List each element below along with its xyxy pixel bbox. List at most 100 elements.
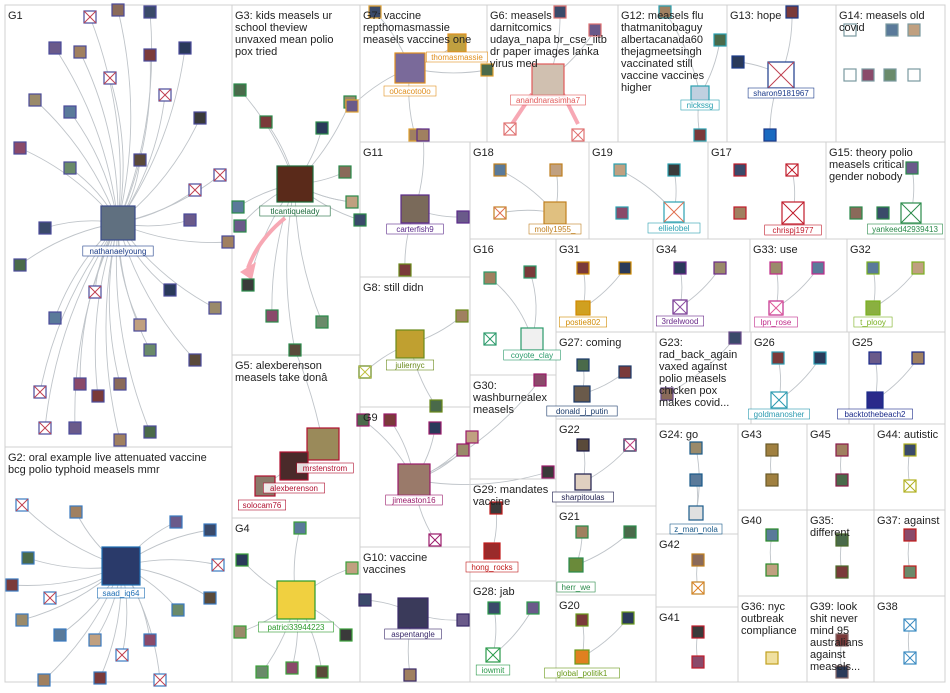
node-g1-9[interactable] xyxy=(63,105,77,119)
node-g11-0[interactable] xyxy=(456,210,470,224)
node-g2-1[interactable] xyxy=(69,505,83,519)
node-g18-2[interactable] xyxy=(493,206,507,220)
node-global_politik1[interactable] xyxy=(574,649,590,665)
node-g36-0[interactable] xyxy=(765,651,779,665)
node-yankeed42939413[interactable] xyxy=(900,202,922,224)
node-g3-11[interactable] xyxy=(353,213,367,227)
node-o0cacoto0o[interactable] xyxy=(394,52,426,84)
node-postie802[interactable] xyxy=(575,300,591,316)
node-g1-20[interactable] xyxy=(88,285,102,299)
node-g34-1[interactable] xyxy=(713,261,727,275)
node-g7-3[interactable] xyxy=(480,63,494,77)
node-g25-0[interactable] xyxy=(868,351,882,365)
node-g21-0[interactable] xyxy=(575,525,589,539)
node-g1-4[interactable] xyxy=(73,45,87,59)
node-g44-0[interactable] xyxy=(903,443,917,457)
node-g39-0[interactable] xyxy=(835,633,849,647)
node-g1-16[interactable] xyxy=(38,221,52,235)
node-g33-1[interactable] xyxy=(811,261,825,275)
node-g4-5[interactable] xyxy=(285,661,299,675)
node-g8-0[interactable] xyxy=(358,365,372,379)
node-g15-2[interactable] xyxy=(905,161,919,175)
node-g43-0[interactable] xyxy=(765,443,779,457)
node-g8-2[interactable] xyxy=(429,399,443,413)
node-g1-22[interactable] xyxy=(208,301,222,315)
node-g9-5[interactable] xyxy=(465,430,479,444)
node-g23-0[interactable] xyxy=(660,387,674,401)
node-g2-8[interactable] xyxy=(115,648,129,662)
node-jimeaston16[interactable] xyxy=(397,463,431,497)
node-g9-4[interactable] xyxy=(428,533,442,547)
node-g41-0[interactable] xyxy=(691,625,705,639)
node-g1-18[interactable] xyxy=(221,235,235,249)
node-g13-0[interactable] xyxy=(785,5,799,19)
node-g16-2[interactable] xyxy=(523,265,537,279)
node-g26-1[interactable] xyxy=(813,351,827,365)
node-g1-30[interactable] xyxy=(38,421,52,435)
node-g1-5[interactable] xyxy=(103,71,117,85)
node-g14-4[interactable] xyxy=(861,68,875,82)
node-g1-35[interactable] xyxy=(188,183,202,197)
node-g45-0[interactable] xyxy=(835,443,849,457)
node-g16-1[interactable] xyxy=(483,332,497,346)
node-g3-12[interactable] xyxy=(233,219,247,233)
node-t_plooy[interactable] xyxy=(865,300,881,316)
node-g16-0[interactable] xyxy=(483,271,497,285)
node-g2-10[interactable] xyxy=(171,603,185,617)
node-g1-28[interactable] xyxy=(188,353,202,367)
node-g1-24[interactable] xyxy=(133,318,147,332)
node-g3-10[interactable] xyxy=(338,165,352,179)
node-g1-10[interactable] xyxy=(158,88,172,102)
node-g12-0[interactable] xyxy=(658,5,672,19)
node-g10-0[interactable] xyxy=(358,593,372,607)
node-g7-1[interactable] xyxy=(345,99,359,113)
node-herr_we[interactable] xyxy=(568,557,584,573)
node-g18-1[interactable] xyxy=(549,163,563,177)
node-g2-17[interactable] xyxy=(93,671,107,685)
node-g29-0[interactable] xyxy=(489,501,503,515)
node-g2-14[interactable] xyxy=(169,515,183,529)
node-g2-11[interactable] xyxy=(203,591,217,605)
node-g14-5[interactable] xyxy=(883,68,897,82)
node-g10-1[interactable] xyxy=(456,613,470,627)
node-g9-0[interactable] xyxy=(356,413,370,427)
node-g1-3[interactable] xyxy=(48,41,62,55)
node-g14-3[interactable] xyxy=(843,68,857,82)
node-g14-6[interactable] xyxy=(907,68,921,82)
node-g28-0[interactable] xyxy=(487,601,501,615)
node-g1-14[interactable] xyxy=(133,153,147,167)
node-g37-0[interactable] xyxy=(903,528,917,542)
node-g2-2[interactable] xyxy=(21,551,35,565)
node-g2-15[interactable] xyxy=(37,673,51,687)
node-backtothebeach2[interactable] xyxy=(866,391,884,409)
node-g1-17[interactable] xyxy=(183,213,197,227)
node-g33-0[interactable] xyxy=(769,261,783,275)
node-g39-1[interactable] xyxy=(835,665,849,679)
node-g9-2[interactable] xyxy=(428,421,442,435)
node-g14-1[interactable] xyxy=(885,23,899,37)
node-g2-9[interactable] xyxy=(143,633,157,647)
node-g28-1[interactable] xyxy=(526,601,540,615)
node-g9-3[interactable] xyxy=(456,443,470,457)
node-mrstenstrom[interactable] xyxy=(306,427,340,461)
node-g1-13[interactable] xyxy=(63,161,77,175)
node-g35-0[interactable] xyxy=(835,533,849,547)
node-patrici33944223[interactable] xyxy=(276,580,316,620)
node-g20-1[interactable] xyxy=(621,611,635,625)
node-g45-1[interactable] xyxy=(835,473,849,487)
node-g1-23[interactable] xyxy=(48,311,62,325)
node-g27-1[interactable] xyxy=(618,365,632,379)
node-g1-27[interactable] xyxy=(143,343,157,357)
node-g17-0[interactable] xyxy=(733,163,747,177)
node-g31-1[interactable] xyxy=(618,261,632,275)
node-g19-1[interactable] xyxy=(667,163,681,177)
node-g4-4[interactable] xyxy=(339,628,353,642)
node-g1-21[interactable] xyxy=(163,283,177,297)
node-g1-11[interactable] xyxy=(193,111,207,125)
node-g1-0[interactable] xyxy=(83,10,97,24)
node-g1-25[interactable] xyxy=(33,385,47,399)
node-g37-1[interactable] xyxy=(903,565,917,579)
node-g14-0[interactable] xyxy=(843,23,857,37)
node-g20-0[interactable] xyxy=(575,613,589,627)
node-g8-1[interactable] xyxy=(455,309,469,323)
